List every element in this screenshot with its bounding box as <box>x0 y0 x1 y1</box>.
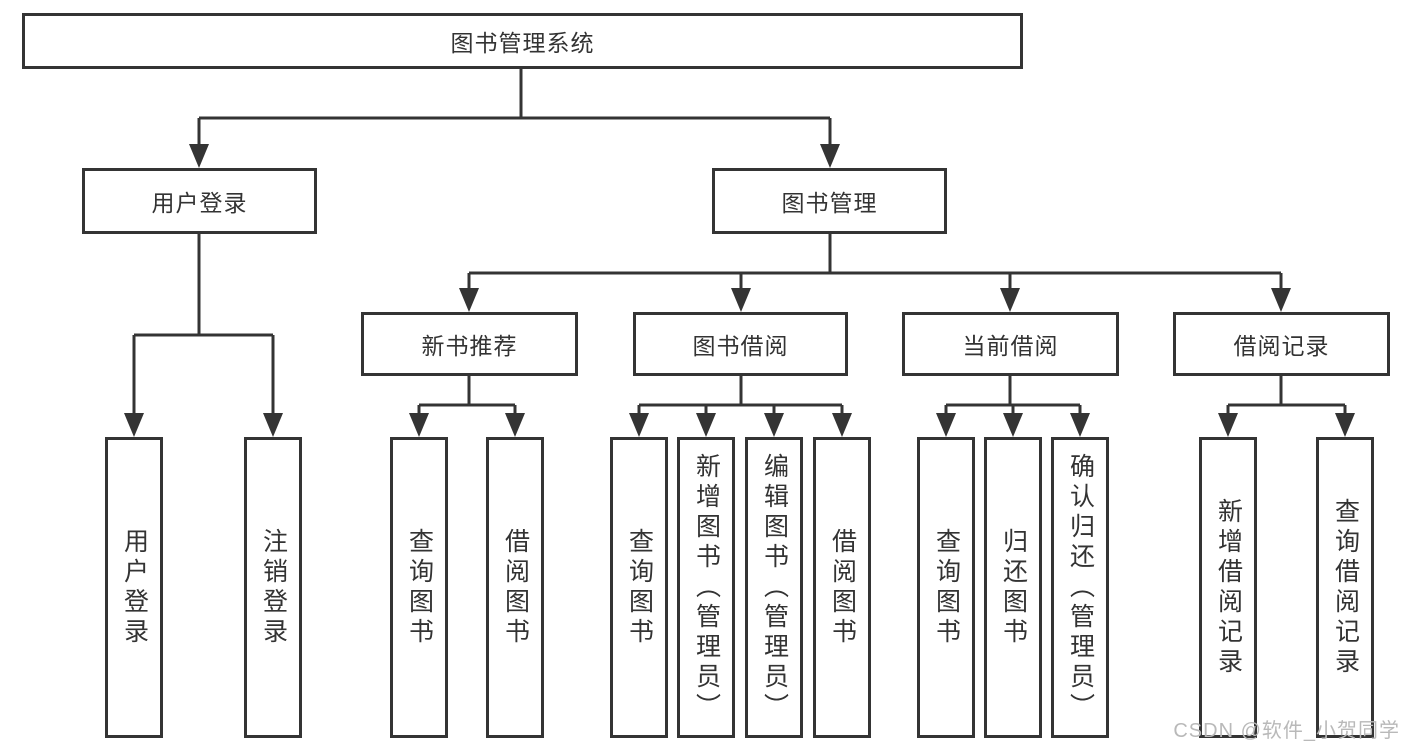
node-new-book-recommend-label: 新书推荐 <box>421 333 518 359</box>
leaf-borrowing-query-books: 查询图书 <box>610 437 668 738</box>
leaf-confirm-return-admin-label: 确认归还（管理员） <box>1066 452 1095 723</box>
arrowheads <box>124 144 1355 437</box>
csdn-watermark: CSDN @软件_小贺同学 <box>1173 720 1400 742</box>
node-book-borrowing: 图书借阅 <box>633 312 848 376</box>
leaf-current-query-books: 查询图书 <box>917 437 975 738</box>
node-current-borrowing-label: 当前借阅 <box>962 333 1059 359</box>
node-root-label: 图书管理系统 <box>450 30 595 56</box>
node-new-book-recommend: 新书推荐 <box>361 312 578 376</box>
leaf-recommend-borrow-books-label: 借阅图书 <box>501 527 530 648</box>
leaf-return-books: 归还图书 <box>984 437 1042 738</box>
leaf-logout: 注销登录 <box>244 437 302 738</box>
leaf-add-borrow-record-label: 新增借阅记录 <box>1214 497 1243 678</box>
leaf-add-borrow-record: 新增借阅记录 <box>1199 437 1257 738</box>
node-user-login: 用户登录 <box>82 168 317 234</box>
leaf-recommend-borrow-books: 借阅图书 <box>486 437 544 738</box>
leaf-add-books-admin-label: 新增图书（管理员） <box>692 452 721 723</box>
leaf-query-borrow-record-label: 查询借阅记录 <box>1331 497 1360 678</box>
leaf-return-books-label: 归还图书 <box>999 527 1028 648</box>
leaf-borrowing-borrow-books-label: 借阅图书 <box>828 527 857 648</box>
node-book-management-label: 图书管理 <box>781 190 878 216</box>
leaf-add-books-admin: 新增图书（管理员） <box>677 437 735 738</box>
leaf-edit-books-admin-label: 编辑图书（管理员） <box>760 452 789 723</box>
leaf-confirm-return-admin: 确认归还（管理员） <box>1051 437 1109 738</box>
node-root: 图书管理系统 <box>22 13 1023 69</box>
leaf-edit-books-admin: 编辑图书（管理员） <box>745 437 803 738</box>
leaf-recommend-query-books: 查询图书 <box>390 437 448 738</box>
leaf-borrowing-borrow-books: 借阅图书 <box>813 437 871 738</box>
node-current-borrowing: 当前借阅 <box>902 312 1119 376</box>
leaf-query-borrow-record: 查询借阅记录 <box>1316 437 1374 738</box>
leaf-recommend-query-books-label: 查询图书 <box>405 527 434 648</box>
leaf-borrowing-query-books-label: 查询图书 <box>625 527 654 648</box>
leaf-logout-label: 注销登录 <box>259 527 288 648</box>
node-book-management: 图书管理 <box>712 168 947 234</box>
node-borrow-records: 借阅记录 <box>1173 312 1390 376</box>
leaf-user-login-label: 用户登录 <box>120 527 149 648</box>
leaf-user-login: 用户登录 <box>105 437 163 738</box>
leaf-current-query-books-label: 查询图书 <box>932 527 961 648</box>
node-borrow-records-label: 借阅记录 <box>1233 333 1330 359</box>
node-book-borrowing-label: 图书借阅 <box>692 333 789 359</box>
node-user-login-label: 用户登录 <box>151 190 248 216</box>
